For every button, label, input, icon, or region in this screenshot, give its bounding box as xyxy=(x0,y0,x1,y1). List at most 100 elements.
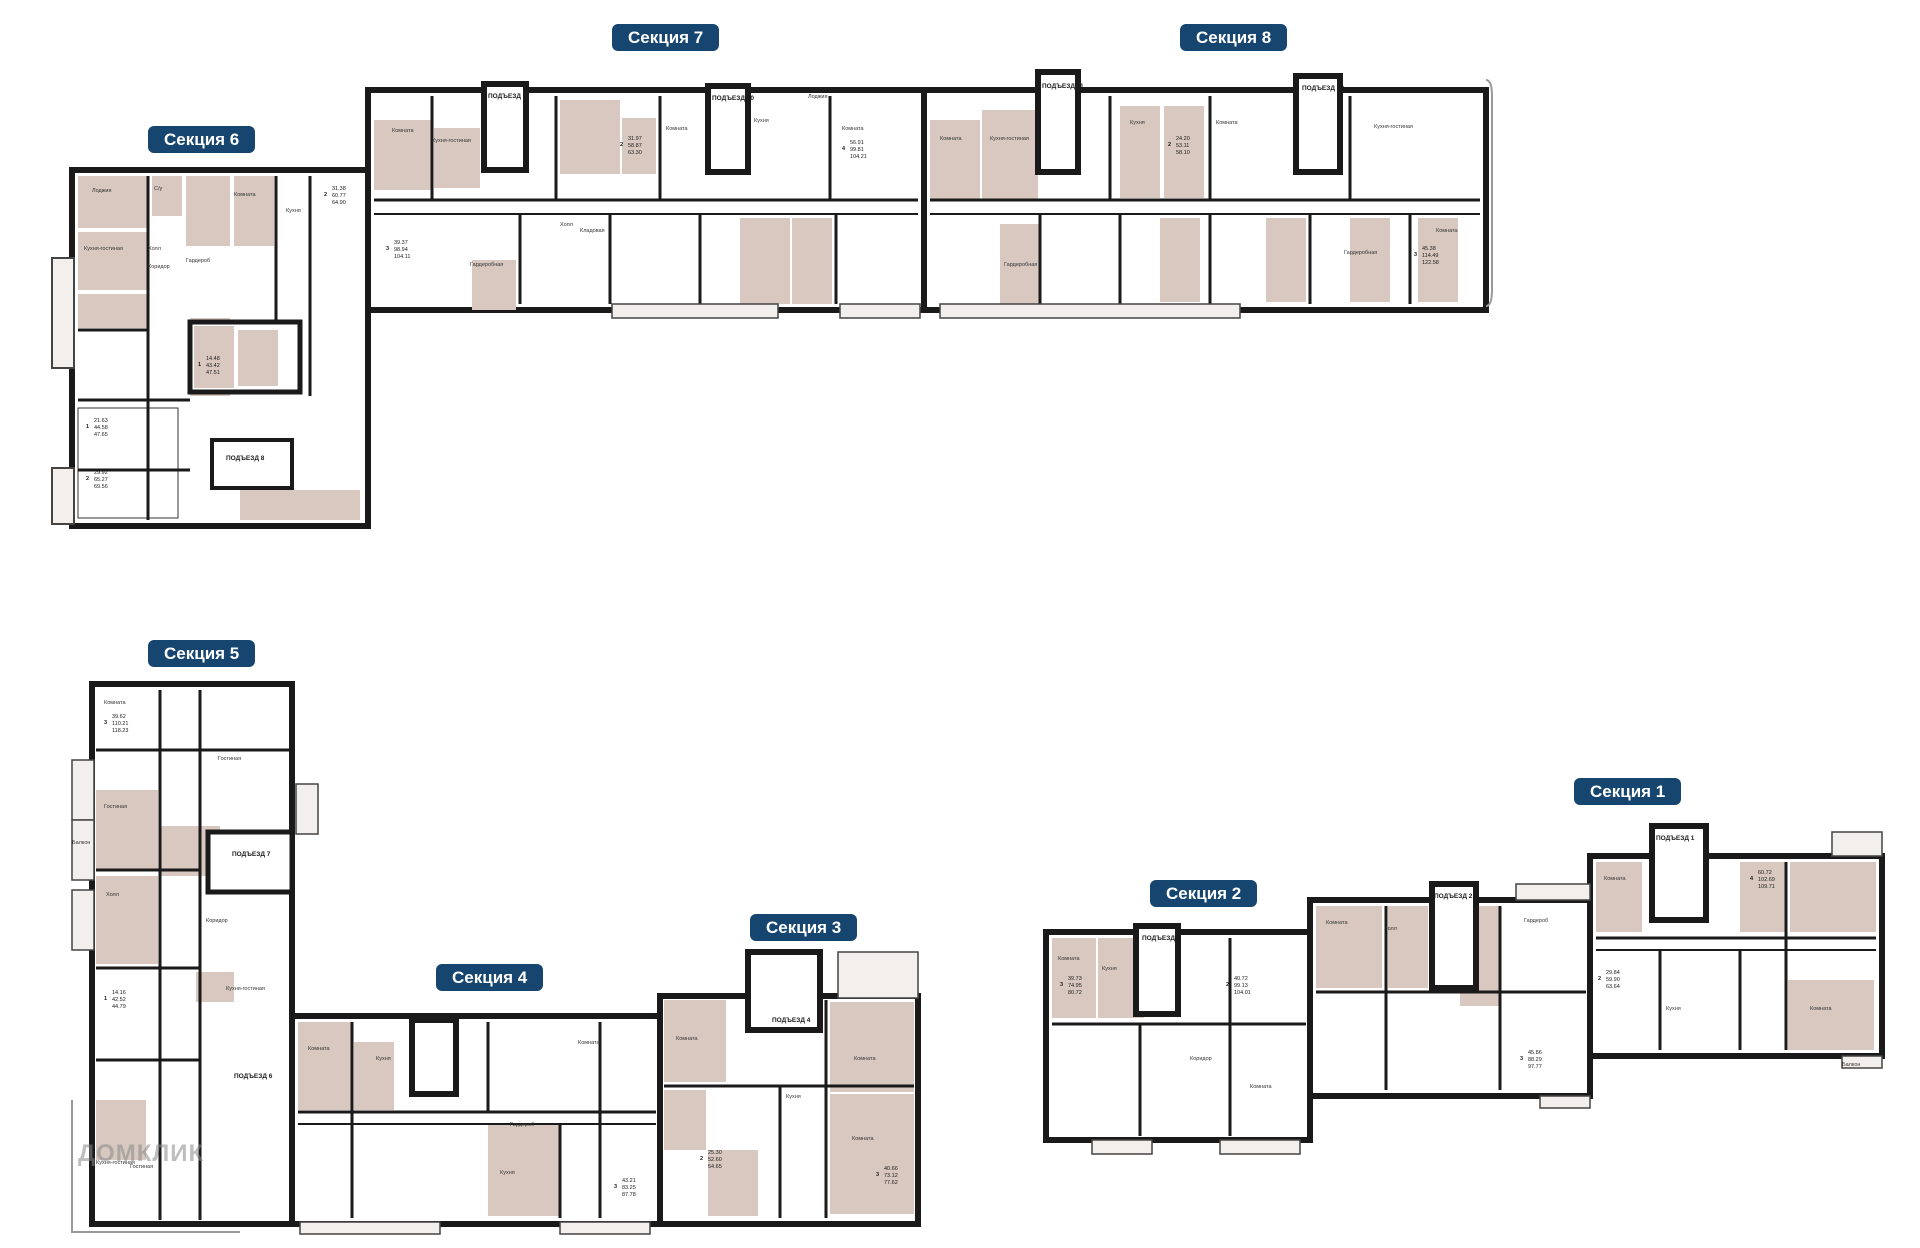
svg-text:87.78: 87.78 xyxy=(622,1192,636,1198)
room-label: Комната xyxy=(578,1040,600,1046)
svg-text:99.81: 99.81 xyxy=(850,147,864,153)
section-badge-5[interactable]: Секция 5 xyxy=(148,640,256,667)
room-label: Балкон xyxy=(1842,1062,1860,1068)
svg-text:4: 4 xyxy=(842,146,846,152)
room-label: Комната xyxy=(1810,1006,1832,1012)
room-label: Коридор xyxy=(206,918,228,924)
room-label: Комната xyxy=(308,1046,330,1052)
svg-text:3: 3 xyxy=(386,246,389,252)
svg-text:74.95: 74.95 xyxy=(1068,983,1082,989)
room-label: Комната xyxy=(1250,1084,1272,1090)
room-label: Гостиная xyxy=(130,1164,153,1170)
section-badge-2[interactable]: Секция 2 xyxy=(1150,880,1258,907)
svg-text:45.38: 45.38 xyxy=(1422,246,1436,252)
svg-text:102.69: 102.69 xyxy=(1758,877,1775,883)
room-label: Кухня xyxy=(1102,966,1117,972)
svg-text:73.12: 73.12 xyxy=(884,1173,898,1179)
section-badge-7[interactable]: Секция 7 xyxy=(612,24,720,51)
room-label: Кухня xyxy=(376,1056,391,1062)
entrance-8: ПОДЪЕЗД 8 xyxy=(226,455,265,462)
svg-text:110.21: 110.21 xyxy=(112,721,128,727)
entrance-9: ПОДЪЕЗД 9 xyxy=(488,93,527,100)
room-label: Кухня-гостиная xyxy=(432,138,471,144)
svg-text:2: 2 xyxy=(1226,982,1229,988)
room-label: Лоджия xyxy=(92,188,112,194)
svg-text:40.66: 40.66 xyxy=(884,1166,898,1172)
svg-text:3: 3 xyxy=(876,1172,879,1178)
room-label: Кухня-гостиная xyxy=(226,986,265,992)
svg-text:4: 4 xyxy=(1750,876,1754,882)
svg-text:14.16: 14.16 xyxy=(112,990,126,996)
svg-text:2: 2 xyxy=(1168,142,1171,148)
svg-text:2: 2 xyxy=(86,476,89,482)
section-7-plan xyxy=(365,81,927,319)
svg-text:104.11: 104.11 xyxy=(394,254,410,260)
section-badge-1[interactable]: Секция 1 xyxy=(1574,778,1682,805)
room-label: Холл xyxy=(1384,926,1397,932)
section-badge-6[interactable]: Секция 6 xyxy=(148,126,256,153)
section-1-plan xyxy=(1307,823,1885,1109)
room-label: Кухня xyxy=(500,1170,515,1176)
svg-text:83.25: 83.25 xyxy=(622,1185,636,1191)
section-6-plan xyxy=(51,167,371,529)
svg-text:58.10: 58.10 xyxy=(1176,150,1190,156)
room-label: Комната xyxy=(1604,876,1626,882)
section-badge-8[interactable]: Секция 8 xyxy=(1180,24,1288,51)
room-label: Комната xyxy=(1326,920,1348,926)
room-label: Комната xyxy=(1058,956,1080,962)
room-label: Кухня-гостиная xyxy=(990,136,1029,142)
room-label: Комната xyxy=(1216,120,1238,126)
svg-text:2: 2 xyxy=(324,192,327,198)
room-label: Комната xyxy=(676,1036,698,1042)
room-label: Балкон xyxy=(72,840,90,846)
svg-text:3: 3 xyxy=(614,1184,617,1190)
room-label: Комната xyxy=(666,126,688,132)
section-2-plan xyxy=(1043,923,1313,1155)
room-label: Комната xyxy=(1436,228,1458,234)
svg-text:65.27: 65.27 xyxy=(94,477,108,483)
svg-text:63.64: 63.64 xyxy=(1606,984,1620,990)
entrance-4: ПОДЪЕЗД 4 xyxy=(772,1017,811,1024)
svg-text:64.90: 64.90 xyxy=(332,200,346,206)
room-label: Холл xyxy=(106,892,119,898)
svg-text:31.97: 31.97 xyxy=(628,136,642,142)
section-5-plan xyxy=(71,681,319,1233)
section-badge-4[interactable]: Секция 4 xyxy=(436,964,544,991)
section-3-plan xyxy=(657,949,921,1227)
section-4-plan xyxy=(289,1013,663,1235)
svg-text:2: 2 xyxy=(620,142,623,148)
svg-text:47.51: 47.51 xyxy=(206,370,220,376)
svg-text:1: 1 xyxy=(86,424,89,430)
svg-text:3: 3 xyxy=(1414,252,1417,258)
svg-text:42.52: 42.52 xyxy=(112,997,126,1003)
section-badge-3[interactable]: Секция 3 xyxy=(750,914,858,941)
svg-text:39.62: 39.62 xyxy=(112,714,126,720)
svg-text:31.38: 31.38 xyxy=(332,186,346,192)
svg-text:39.73: 39.73 xyxy=(1068,976,1082,982)
svg-text:122.58: 122.58 xyxy=(1422,260,1439,266)
entrance-10: ПОДЪЕЗД 10 xyxy=(712,95,754,102)
room-label: Кухня xyxy=(754,118,769,124)
svg-text:24.20: 24.20 xyxy=(1176,136,1190,142)
svg-text:2: 2 xyxy=(1598,976,1601,982)
room-label: Кухня xyxy=(786,1094,801,1100)
